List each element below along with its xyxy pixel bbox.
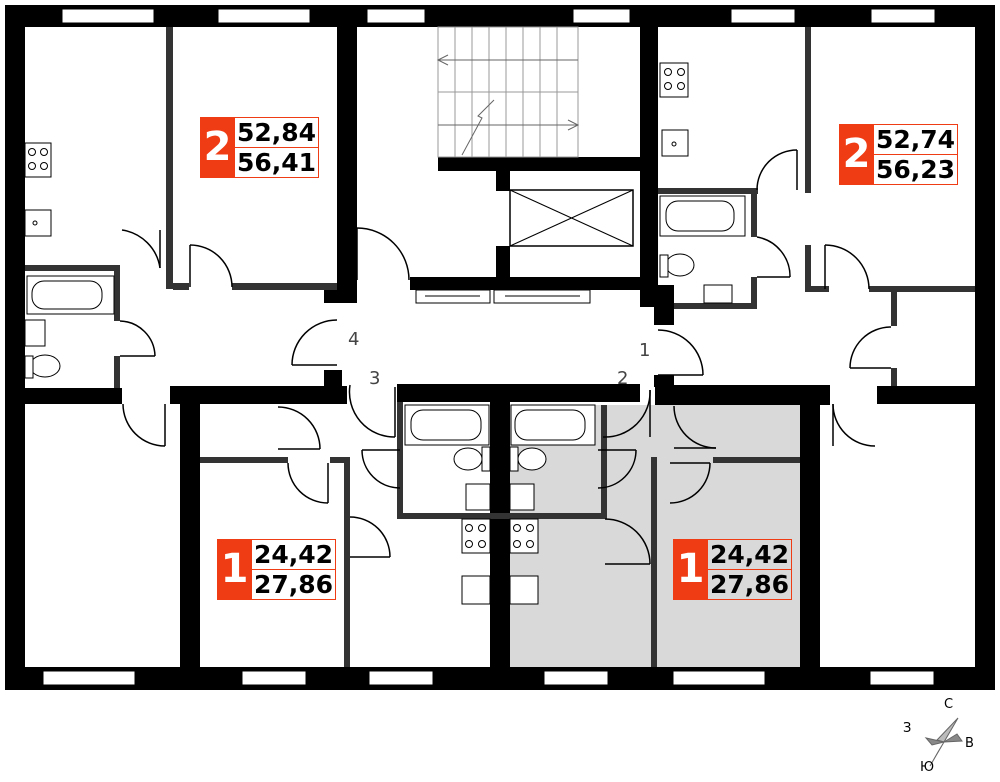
corridor-closets [415,289,591,304]
door-number-4: 4 [348,329,360,350]
living-area: 24,42 [252,540,336,570]
living-area: 52,74 [874,125,958,155]
total-area: 56,41 [237,148,317,177]
compass-east-label: В [965,736,974,751]
compass-north-label: С [944,697,954,712]
living-area: 52,84 [235,118,319,148]
apartment-badge-1-room-left[interactable]: 1 24,42 27,86 [217,539,337,600]
elevator-shaft [509,189,634,247]
door-number-1: 1 [639,340,651,361]
compass-west-label: З [903,721,912,736]
stairs [436,26,580,158]
windows [42,8,936,686]
interior-walls [25,27,975,667]
room-count: 1 [217,539,252,600]
total-area: 56,23 [876,155,956,184]
partition-walls [25,27,975,667]
room-count: 2 [200,117,235,178]
room-count: 2 [839,124,874,185]
compass-rose-icon [924,717,963,767]
fixtures [24,62,746,605]
room-count: 1 [673,539,708,600]
living-area: 24,42 [708,540,792,570]
door-number-2: 2 [617,368,629,389]
apartment-badge-2-room-right[interactable]: 2 52,74 56,23 [839,124,959,185]
apartment-badge-2-room-left[interactable]: 2 52,84 56,41 [200,117,320,178]
compass-south-label: Ю [920,760,935,775]
total-area: 27,86 [710,570,790,599]
total-area: 27,86 [254,570,334,599]
door-number-3: 3 [369,368,381,389]
door-swings [119,149,892,565]
apartment-badge-1-room-right[interactable]: 1 24,42 27,86 [673,539,793,600]
